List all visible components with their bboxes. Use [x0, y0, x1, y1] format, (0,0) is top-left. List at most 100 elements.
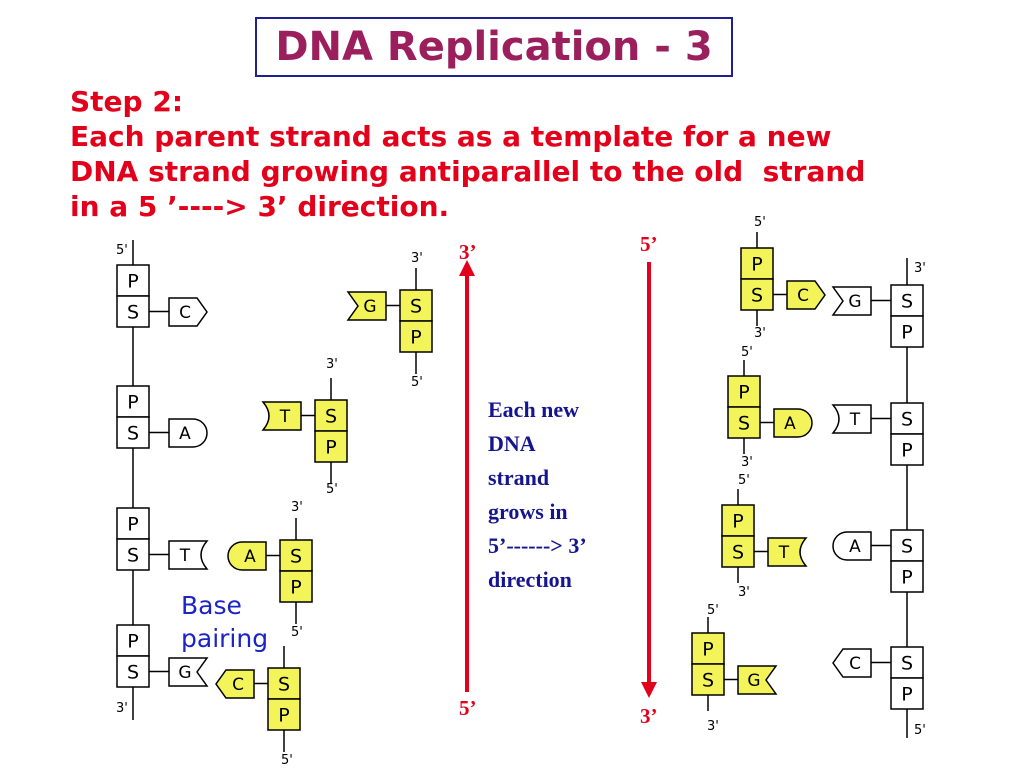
left-new-sugar-4-box — [267, 667, 301, 700]
left-parent-base-2-letter: A — [179, 424, 191, 444]
left-new-base-1-letter: G — [363, 297, 376, 317]
left-new-4-5-prime-label: 5' — [281, 753, 293, 768]
right-parent-base-3-shape — [832, 531, 872, 561]
right-new-base-3-shape — [767, 537, 808, 567]
right-new-sugar-1-label: S — [751, 285, 763, 307]
left-parent-phosphate-1-label: P — [127, 271, 138, 293]
step-line-3: in a 5 ’----> 3’ direction. — [70, 190, 450, 223]
left-new-base-3-letter: A — [244, 547, 256, 567]
right-parent-phosphate-2-label: P — [901, 440, 912, 462]
growth-note-line-2: DNA — [488, 431, 536, 456]
right-new-4-5-prime-label: 5' — [707, 603, 719, 618]
right-new-2-5-prime-label: 5' — [741, 345, 753, 360]
right-new-phosphate-3-label: P — [732, 511, 743, 533]
left-parent-phosphate-2-box — [116, 385, 150, 418]
right-new-base-3-letter: T — [778, 543, 790, 563]
growth-note-line-1: Each new — [488, 397, 580, 422]
right-parent-base-1-shape — [831, 286, 872, 316]
right-parent-base-2-letter: T — [849, 410, 861, 430]
growth-note-line-5: 5’------> 3’ — [488, 533, 587, 558]
left-new-base-2-shape — [261, 401, 302, 431]
page-title: DNA Replication - 3 — [275, 24, 713, 70]
right-new-1-5-prime-label: 5' — [754, 215, 766, 230]
left-new-sugar-3-label: S — [290, 546, 302, 568]
left-new-sugar-3-box — [279, 539, 313, 572]
right-new-phosphate-2-label: P — [738, 382, 749, 404]
right-parent-phosphate-1-box — [890, 315, 924, 348]
left-new-phosphate-4-box — [267, 698, 301, 731]
left-new-base-3-shape — [227, 541, 267, 571]
right-new-phosphate-2-box — [727, 375, 761, 408]
right-new-sugar-2-label: S — [738, 413, 750, 435]
right-parent-phosphate-4-box — [890, 677, 924, 710]
right-parent-sugar-1-box — [890, 284, 924, 317]
left-parent-sugar-4-box — [116, 655, 150, 688]
left-new-phosphate-1-label: P — [410, 327, 421, 349]
right-parent-sugar-1-label: S — [901, 291, 913, 313]
base-pairing-label-line-2: pairing — [181, 624, 269, 653]
growth-note-line-6: direction — [488, 567, 572, 592]
left-parent-phosphate-2-label: P — [127, 392, 138, 414]
left-parent-3-prime-label: 3' — [116, 701, 128, 716]
right-parent-base-3-letter: A — [849, 537, 861, 557]
left-new-sugar-4-label: S — [278, 674, 290, 696]
left-arrow-bottom-label: 5’ — [459, 696, 477, 720]
left-new-phosphate-2-box — [314, 430, 348, 463]
left-new-2-3-prime-label: 3' — [326, 357, 338, 372]
left-new-phosphate-3-label: P — [290, 577, 301, 599]
right-parent-5-prime-label: 5' — [914, 723, 926, 738]
step-description: Step 2: Each parent strand acts as a tem… — [70, 84, 900, 224]
right-new-base-2-shape — [773, 408, 813, 438]
right-new-phosphate-1-box — [740, 247, 774, 280]
right-new-phosphate-1-label: P — [751, 254, 762, 276]
left-new-phosphate-1-box — [399, 320, 433, 353]
right-parent-sugar-4-label: S — [901, 653, 913, 675]
right-parent-phosphate-2-box — [890, 433, 924, 466]
left-parent-sugar-1-box — [116, 295, 150, 328]
left-parent-base-3-letter: T — [179, 546, 191, 566]
left-new-base-4-shape — [215, 669, 255, 699]
left-parent-sugar-2-label: S — [127, 423, 139, 445]
left-parent-base-1-letter: C — [179, 303, 191, 323]
right-parent-3-prime-label: 3' — [914, 261, 926, 276]
right-new-3-5-prime-label: 5' — [738, 473, 750, 488]
step-heading: Step 2: — [70, 85, 184, 118]
left-new-3-5-prime-label: 5' — [291, 625, 303, 640]
left-new-base-4-letter: C — [232, 675, 244, 695]
right-parent-phosphate-4-label: P — [901, 684, 912, 706]
right-parent-phosphate-3-label: P — [901, 567, 912, 589]
left-new-base-1-shape — [346, 291, 387, 321]
left-new-phosphate-2-label: P — [325, 437, 336, 459]
left-new-sugar-1-box — [399, 289, 433, 322]
left-parent-base-2-shape — [168, 418, 208, 448]
right-parent-base-2-shape — [831, 404, 872, 434]
base-pairing-label-line-1: Base — [181, 591, 242, 620]
right-parent-phosphate-1-label: P — [901, 322, 912, 344]
right-parent-sugar-4-box — [890, 646, 924, 679]
right-new-phosphate-4-label: P — [702, 639, 713, 661]
right-arrow-bottom-label: 3’ — [640, 704, 658, 728]
left-parent-base-4-shape — [168, 657, 209, 687]
title-box: DNA Replication - 3 — [255, 17, 733, 77]
right-new-3-3-prime-label: 3' — [738, 585, 750, 600]
left-new-sugar-2-label: S — [325, 406, 337, 428]
left-parent-base-1-shape — [168, 297, 208, 327]
left-parent-phosphate-3-label: P — [127, 514, 138, 536]
right-parent-sugar-3-label: S — [901, 536, 913, 558]
step-line-1: Each parent strand acts as a template fo… — [70, 120, 832, 153]
right-arrow-top-label: 5’ — [640, 232, 658, 256]
base-pairing-label: Base pairing — [181, 589, 268, 655]
growth-note-line-4: grows in — [488, 499, 568, 524]
right-new-2-3-prime-label: 3' — [741, 455, 753, 470]
right-new-base-4-shape — [737, 665, 778, 695]
left-new-2-5-prime-label: 5' — [326, 482, 338, 497]
right-new-sugar-4-box — [691, 663, 725, 696]
right-new-base-4-letter: G — [747, 671, 760, 691]
left-new-3-3-prime-label: 3' — [291, 500, 303, 515]
left-parent-base-3-shape — [168, 540, 209, 570]
right-new-base-2-letter: A — [784, 414, 796, 434]
left-parent-sugar-1-label: S — [127, 302, 139, 324]
left-parent-sugar-4-label: S — [127, 662, 139, 684]
right-new-4-3-prime-label: 3' — [707, 719, 719, 734]
